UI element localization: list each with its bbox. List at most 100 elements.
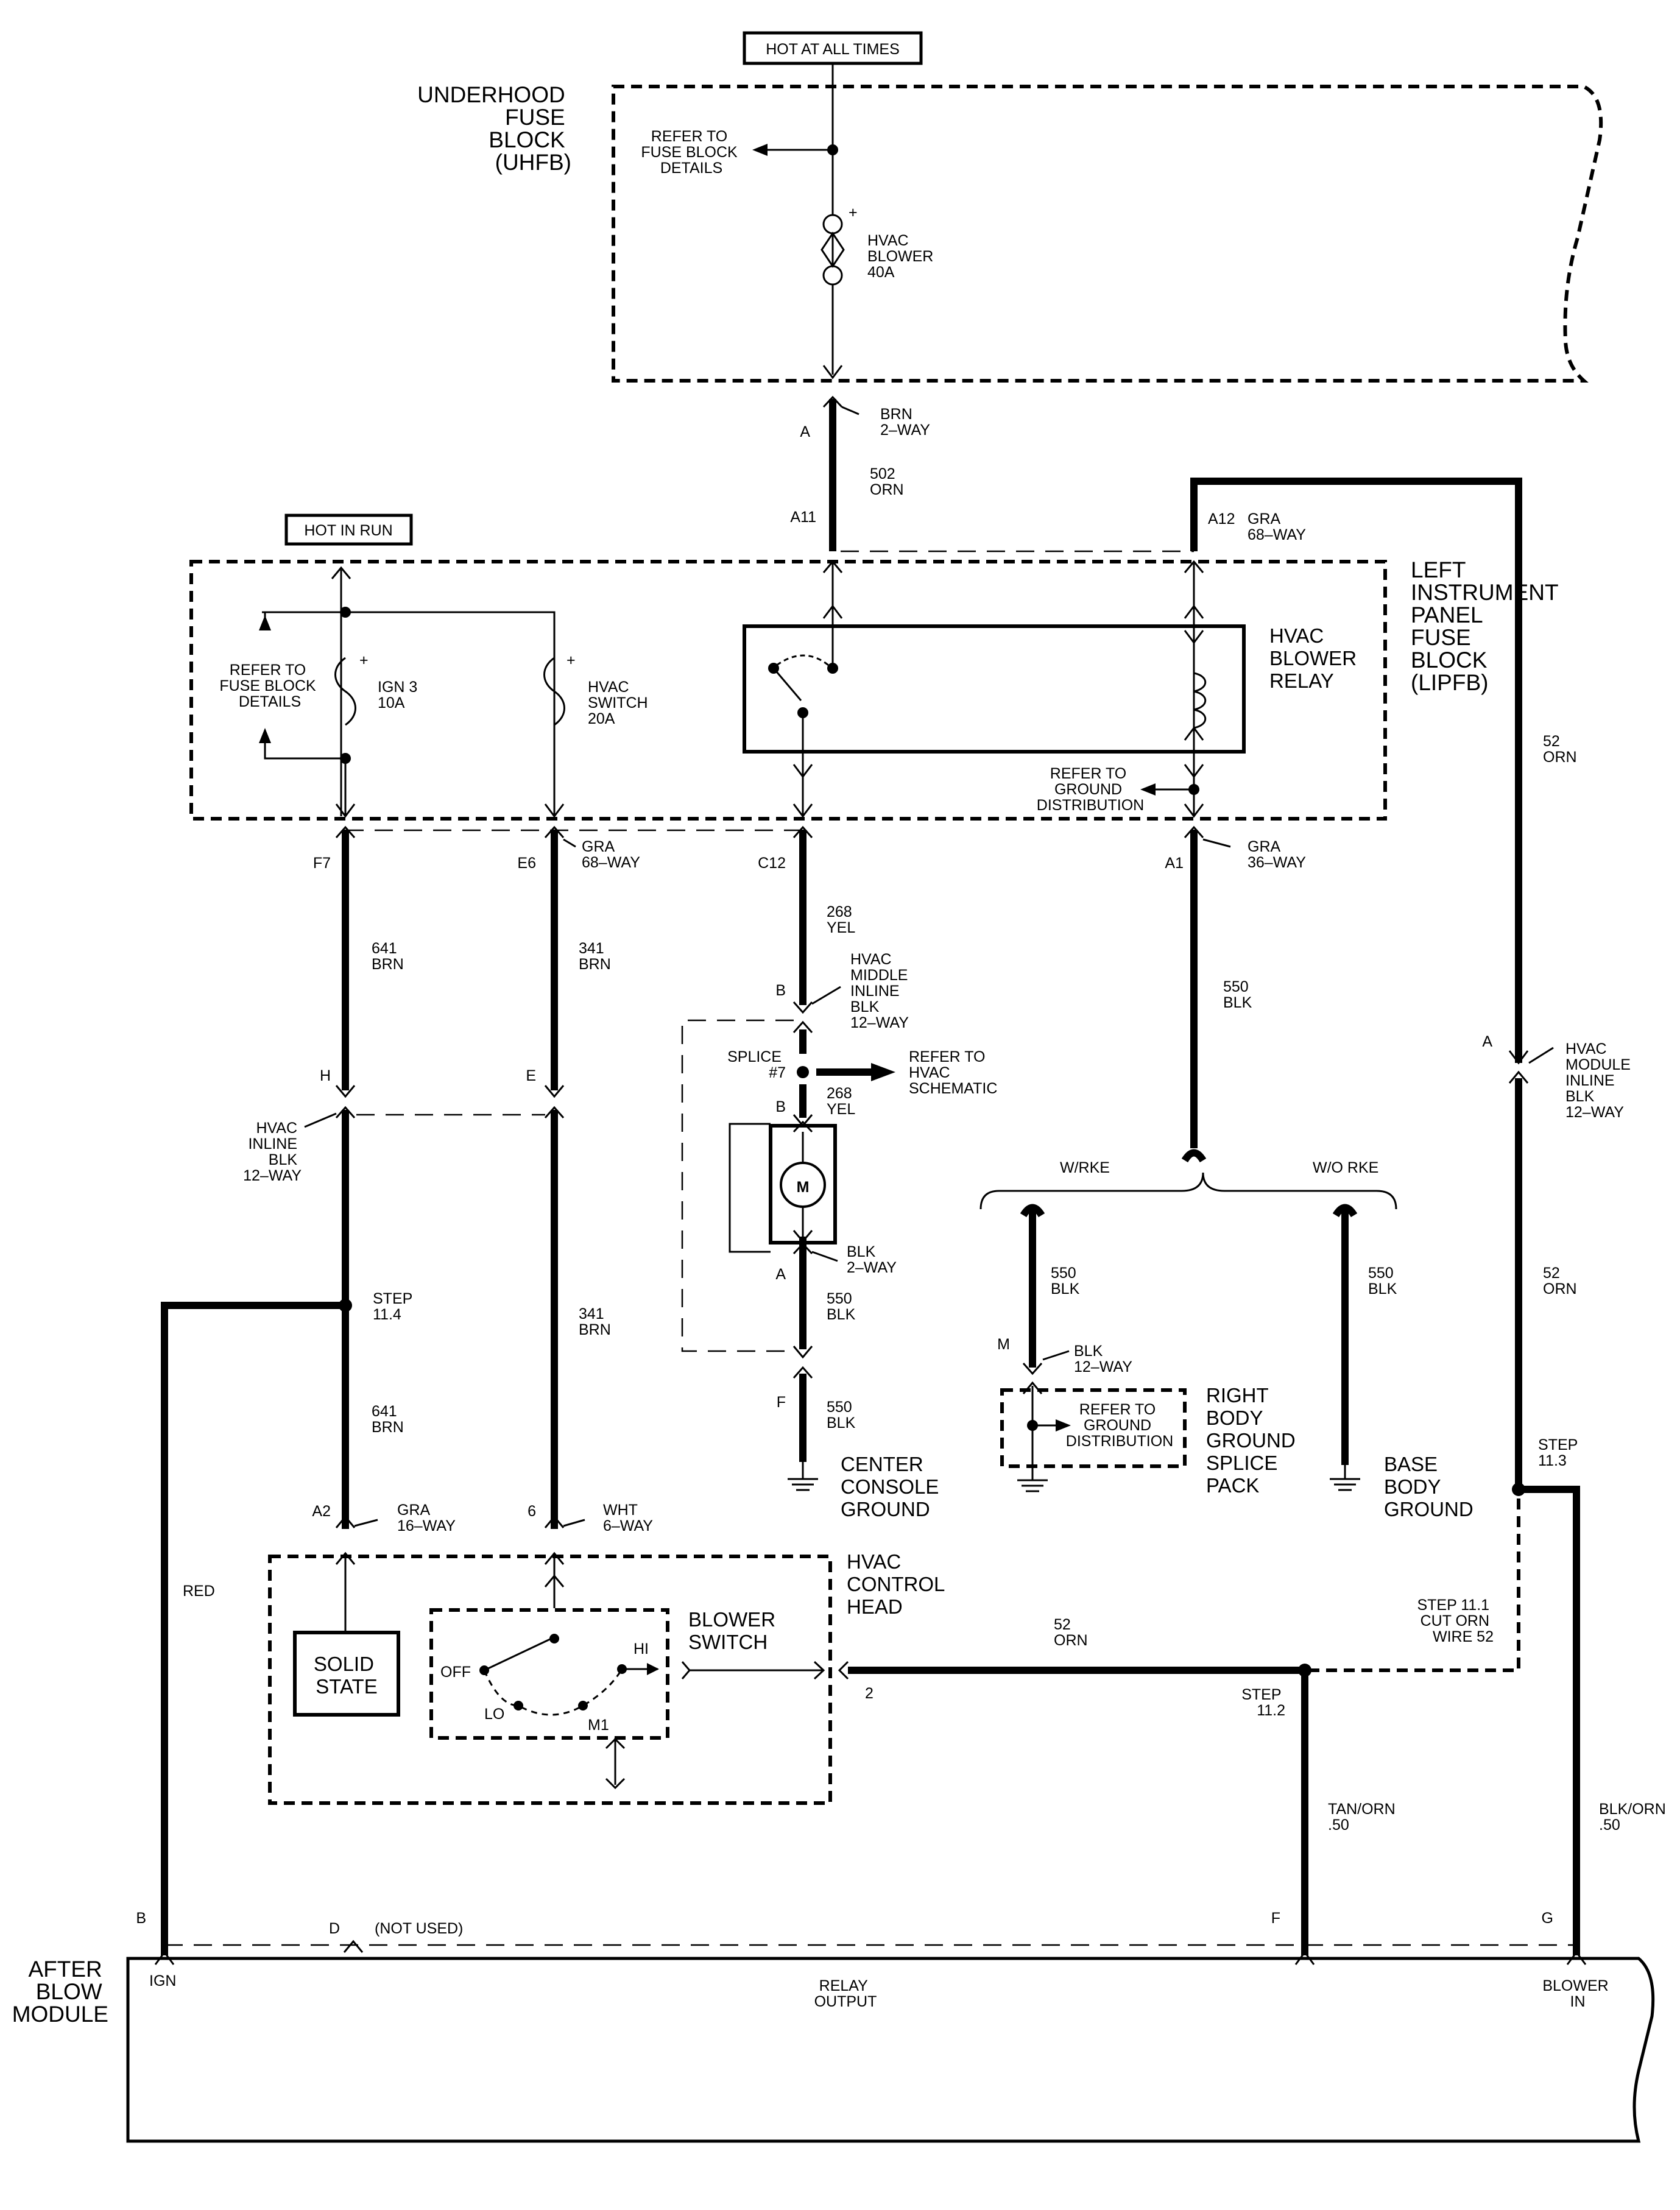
svg-text:F: F — [1271, 1910, 1280, 1927]
lipfb-title: LEFT INSTRUMENT PANEL FUSE BLOCK (LIPFB) — [1411, 557, 1564, 695]
wire-blk-orn: BLK/ORN .50 — [1599, 1801, 1670, 1834]
wire-550-rke: 550 BLK — [1051, 1265, 1081, 1297]
wire-550-wo-rke: 550 BLK — [1368, 1265, 1398, 1297]
wire-268-a: 268 YEL — [827, 903, 856, 936]
a1-conn: GRA 36–WAY — [1248, 838, 1306, 871]
blower-switch[interactable] — [429, 1608, 825, 1790]
blower-switch-label: BLOWER SWITCH — [688, 1608, 781, 1653]
svg-text:+: + — [566, 652, 576, 669]
svg-text:(NOT USED): (NOT USED) — [375, 1920, 463, 1937]
right-body-ground-splice-pack — [1000, 1381, 1187, 1492]
hvac-control-head — [268, 1552, 832, 1805]
svg-text:+: + — [359, 652, 369, 669]
a-top-conn: BRN 2–WAY — [880, 406, 930, 439]
after-blow-module-box — [126, 1957, 1655, 2143]
svg-text:HOT IN RUN: HOT IN RUN — [304, 522, 392, 539]
right-body-ground: RIGHT BODY GROUND SPLICE PACK — [1206, 1384, 1301, 1497]
module-inline-conn: HVAC MODULE INLINE BLK 12–WAY — [1565, 1040, 1635, 1121]
svg-text:OFF: OFF — [440, 1664, 471, 1681]
svg-text:B: B — [775, 982, 786, 999]
relay-output-label: RELAY OUTPUT — [814, 1977, 877, 2010]
svg-text:D: D — [329, 1920, 340, 1937]
svg-text:F7: F7 — [313, 855, 331, 872]
hvac-switch-fuse-label: HVAC SWITCH 20A — [588, 679, 652, 727]
lipfb-block — [189, 560, 1387, 821]
wire-550-c: 550 BLK — [1223, 978, 1253, 1011]
svg-text:A: A — [1482, 1033, 1492, 1050]
svg-text:C12: C12 — [758, 855, 786, 872]
svg-text:E6: E6 — [517, 855, 536, 872]
p6-conn: WHT 6–WAY — [603, 1502, 653, 1534]
step-11-1: STEP 11.1 CUT ORN WIRE 52 — [1417, 1597, 1494, 1645]
center-console-ground: CENTER CONSOLE GROUND — [841, 1453, 945, 1520]
hvac-switch-fuse: + — [543, 652, 576, 726]
svg-text:E: E — [526, 1067, 536, 1084]
a2-conn: GRA 16–WAY — [397, 1502, 456, 1534]
svg-text:A12: A12 — [1208, 510, 1235, 528]
uhfb-fuse-label: HVAC BLOWER 40A — [867, 232, 937, 281]
wire-52-top: 52 ORN — [1543, 733, 1577, 766]
svg-text:HI: HI — [634, 1640, 649, 1658]
svg-text:A: A — [775, 1266, 786, 1283]
blower-in-label: BLOWER IN — [1542, 1977, 1612, 2010]
svg-text:A: A — [800, 423, 810, 440]
wire-641-a: 641 BRN — [372, 940, 404, 973]
base-body-ground: BASE BODY GROUND — [1384, 1453, 1474, 1520]
svg-text:W/O RKE: W/O RKE — [1313, 1159, 1378, 1176]
step-11-2: STEP 11.2 — [1241, 1686, 1285, 1719]
svg-text:RED: RED — [183, 1583, 215, 1600]
svg-text:6: 6 — [528, 1503, 536, 1520]
svg-text:+: + — [849, 204, 858, 221]
base-body-ground-symbol — [1330, 1465, 1360, 1491]
solid-state-box — [293, 1631, 400, 1717]
wire-641-b: 641 BRN — [372, 1403, 404, 1436]
hvac-inline-conn: HVAC INLINE BLK 12–WAY — [243, 1120, 302, 1184]
svg-text:B: B — [136, 1910, 146, 1927]
uhfb-block — [612, 85, 1603, 383]
svg-text:W/RKE: W/RKE — [1060, 1159, 1110, 1176]
svg-text:H: H — [320, 1067, 331, 1084]
svg-text:LO: LO — [484, 1706, 504, 1723]
hvac-blower-fuse-40a: + — [821, 204, 858, 286]
control-head-title: HVAC CONTROL HEAD — [847, 1550, 950, 1618]
uhfb-title: UNDERHOOD FUSE BLOCK (UHFB) — [417, 82, 571, 175]
wire-341-b: 341 BRN — [579, 1305, 611, 1338]
svg-text:F: F — [777, 1394, 786, 1411]
lipfb-ground-ref: REFER TO GROUND DISTRIBUTION — [1037, 765, 1144, 814]
module-title: AFTER BLOW MODULE — [12, 1957, 108, 2027]
wire-502: 502 ORN — [870, 465, 904, 498]
wire-tan-orn: TAN/ORN .50 — [1328, 1801, 1400, 1834]
svg-text:IGN: IGN — [149, 1972, 176, 1989]
solid-state-label: SOLID STATE — [314, 1653, 379, 1698]
motor-conn: BLK 2–WAY — [847, 1243, 897, 1276]
middle-inline-conn: HVAC MIDDLE INLINE BLK 12–WAY — [850, 951, 912, 1031]
wire-550-a: 550 BLK — [827, 1290, 856, 1323]
svg-text:2: 2 — [865, 1685, 874, 1702]
svg-text:A11: A11 — [790, 509, 816, 526]
lipfb-refer: REFER TO FUSE BLOCK DETAILS — [219, 662, 320, 710]
wire-341-a: 341 BRN — [579, 940, 611, 973]
m-conn: BLK 12–WAY — [1074, 1343, 1132, 1375]
hvac-blower-relay — [743, 560, 1246, 818]
hot-in-run-label: HOT IN RUN — [284, 514, 413, 546]
relay-label: HVAC BLOWER RELAY — [1269, 624, 1362, 692]
svg-text:HOT AT ALL TIMES: HOT AT ALL TIMES — [766, 41, 900, 58]
wire-52-mid: 52 ORN — [1543, 1265, 1577, 1297]
svg-text:M: M — [797, 1179, 810, 1196]
svg-text:M1: M1 — [588, 1717, 609, 1734]
uhfb-refer-text: REFER TO FUSE BLOCK DETAILS — [641, 128, 741, 177]
wire-52-horiz: 52 ORN — [1054, 1616, 1088, 1649]
svg-text:G: G — [1542, 1910, 1553, 1927]
refer-hvac-schematic: REFER TO HVAC SCHEMATIC — [909, 1048, 997, 1097]
hot-at-all-times-label: HOT AT ALL TIMES — [743, 31, 923, 65]
svg-text:B: B — [775, 1098, 786, 1115]
wire-550-b: 550 BLK — [827, 1399, 856, 1432]
svg-text:M: M — [997, 1336, 1010, 1353]
ign3-fuse: + — [334, 652, 369, 726]
svg-text:A2: A2 — [312, 1503, 331, 1520]
svg-text:A1: A1 — [1165, 855, 1184, 872]
blower-motor: M — [769, 1124, 837, 1244]
center-console-ground-symbol — [788, 1462, 818, 1491]
splice-7: SPLICE #7 — [727, 1048, 786, 1081]
